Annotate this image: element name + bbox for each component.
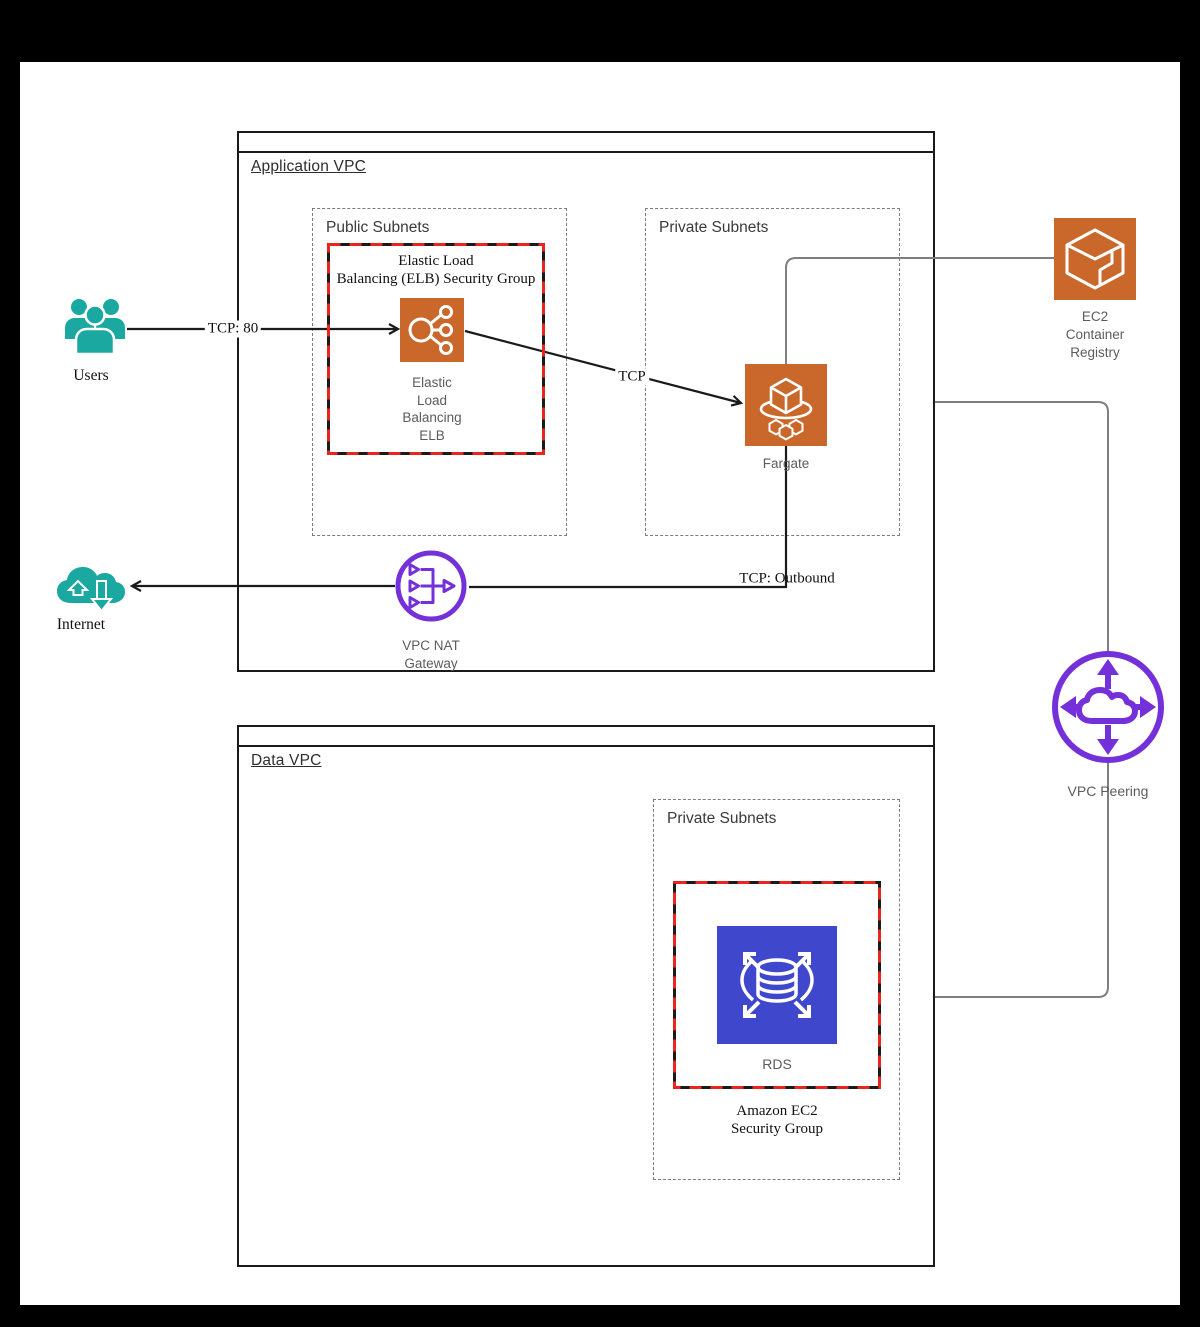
private-subnets-data-box: Private Subnets xyxy=(653,799,900,1180)
ec2-security-group-border xyxy=(673,881,881,1089)
rds-label: RDS xyxy=(762,1056,792,1072)
data-vpc-box: Data VPC xyxy=(237,725,935,1267)
edge-label-tcp-outbound: TCP: Outbound xyxy=(739,570,835,587)
users-label: Users xyxy=(73,367,109,384)
elb-security-group-border xyxy=(327,243,545,455)
vpc-nat-gateway-label: VPC NAT Gateway xyxy=(402,638,460,671)
users-icon xyxy=(63,296,127,358)
vpc-peering-icon xyxy=(1048,647,1168,767)
edge-label-tcp-80: TCP: 80 xyxy=(204,320,262,338)
internet-label: Internet xyxy=(56,616,106,633)
internet-icon xyxy=(53,557,127,623)
rds-icon xyxy=(717,926,837,1044)
application-vpc-title: Application VPC xyxy=(251,158,367,175)
private-subnets-app-title: Private Subnets xyxy=(659,219,769,236)
fargate-label: Fargate xyxy=(762,456,810,471)
data-vpc-title: Data VPC xyxy=(251,752,322,769)
edge-label-tcp: TCP xyxy=(615,368,649,386)
data-vpc-band xyxy=(239,727,933,747)
ec2-security-group-box xyxy=(673,881,881,1089)
private-subnets-data-title: Private Subnets xyxy=(667,810,777,827)
elb-security-group-box: Elastic Load Balancing (ELB) Security Gr… xyxy=(327,243,545,455)
ec2-container-registry-label: EC2 Container Registry xyxy=(1065,309,1125,360)
vpc-peering-label: VPC Peering xyxy=(1067,783,1149,799)
application-vpc-band xyxy=(239,133,933,153)
ec2-security-group-label: Amazon EC2 Security Group xyxy=(730,1103,824,1137)
ec2-container-registry-icon xyxy=(1054,218,1136,300)
fargate-icon xyxy=(745,364,827,446)
elb-security-group-title: Elastic Load Balancing (ELB) Security Gr… xyxy=(336,253,536,287)
elastic-load-balancing-icon xyxy=(400,298,464,362)
vpc-nat-gateway-icon xyxy=(395,550,467,622)
application-vpc-box: Application VPC xyxy=(237,131,935,672)
public-subnets-title: Public Subnets xyxy=(326,219,430,236)
elastic-load-balancing-label: Elastic Load Balancing ELB xyxy=(402,375,462,443)
